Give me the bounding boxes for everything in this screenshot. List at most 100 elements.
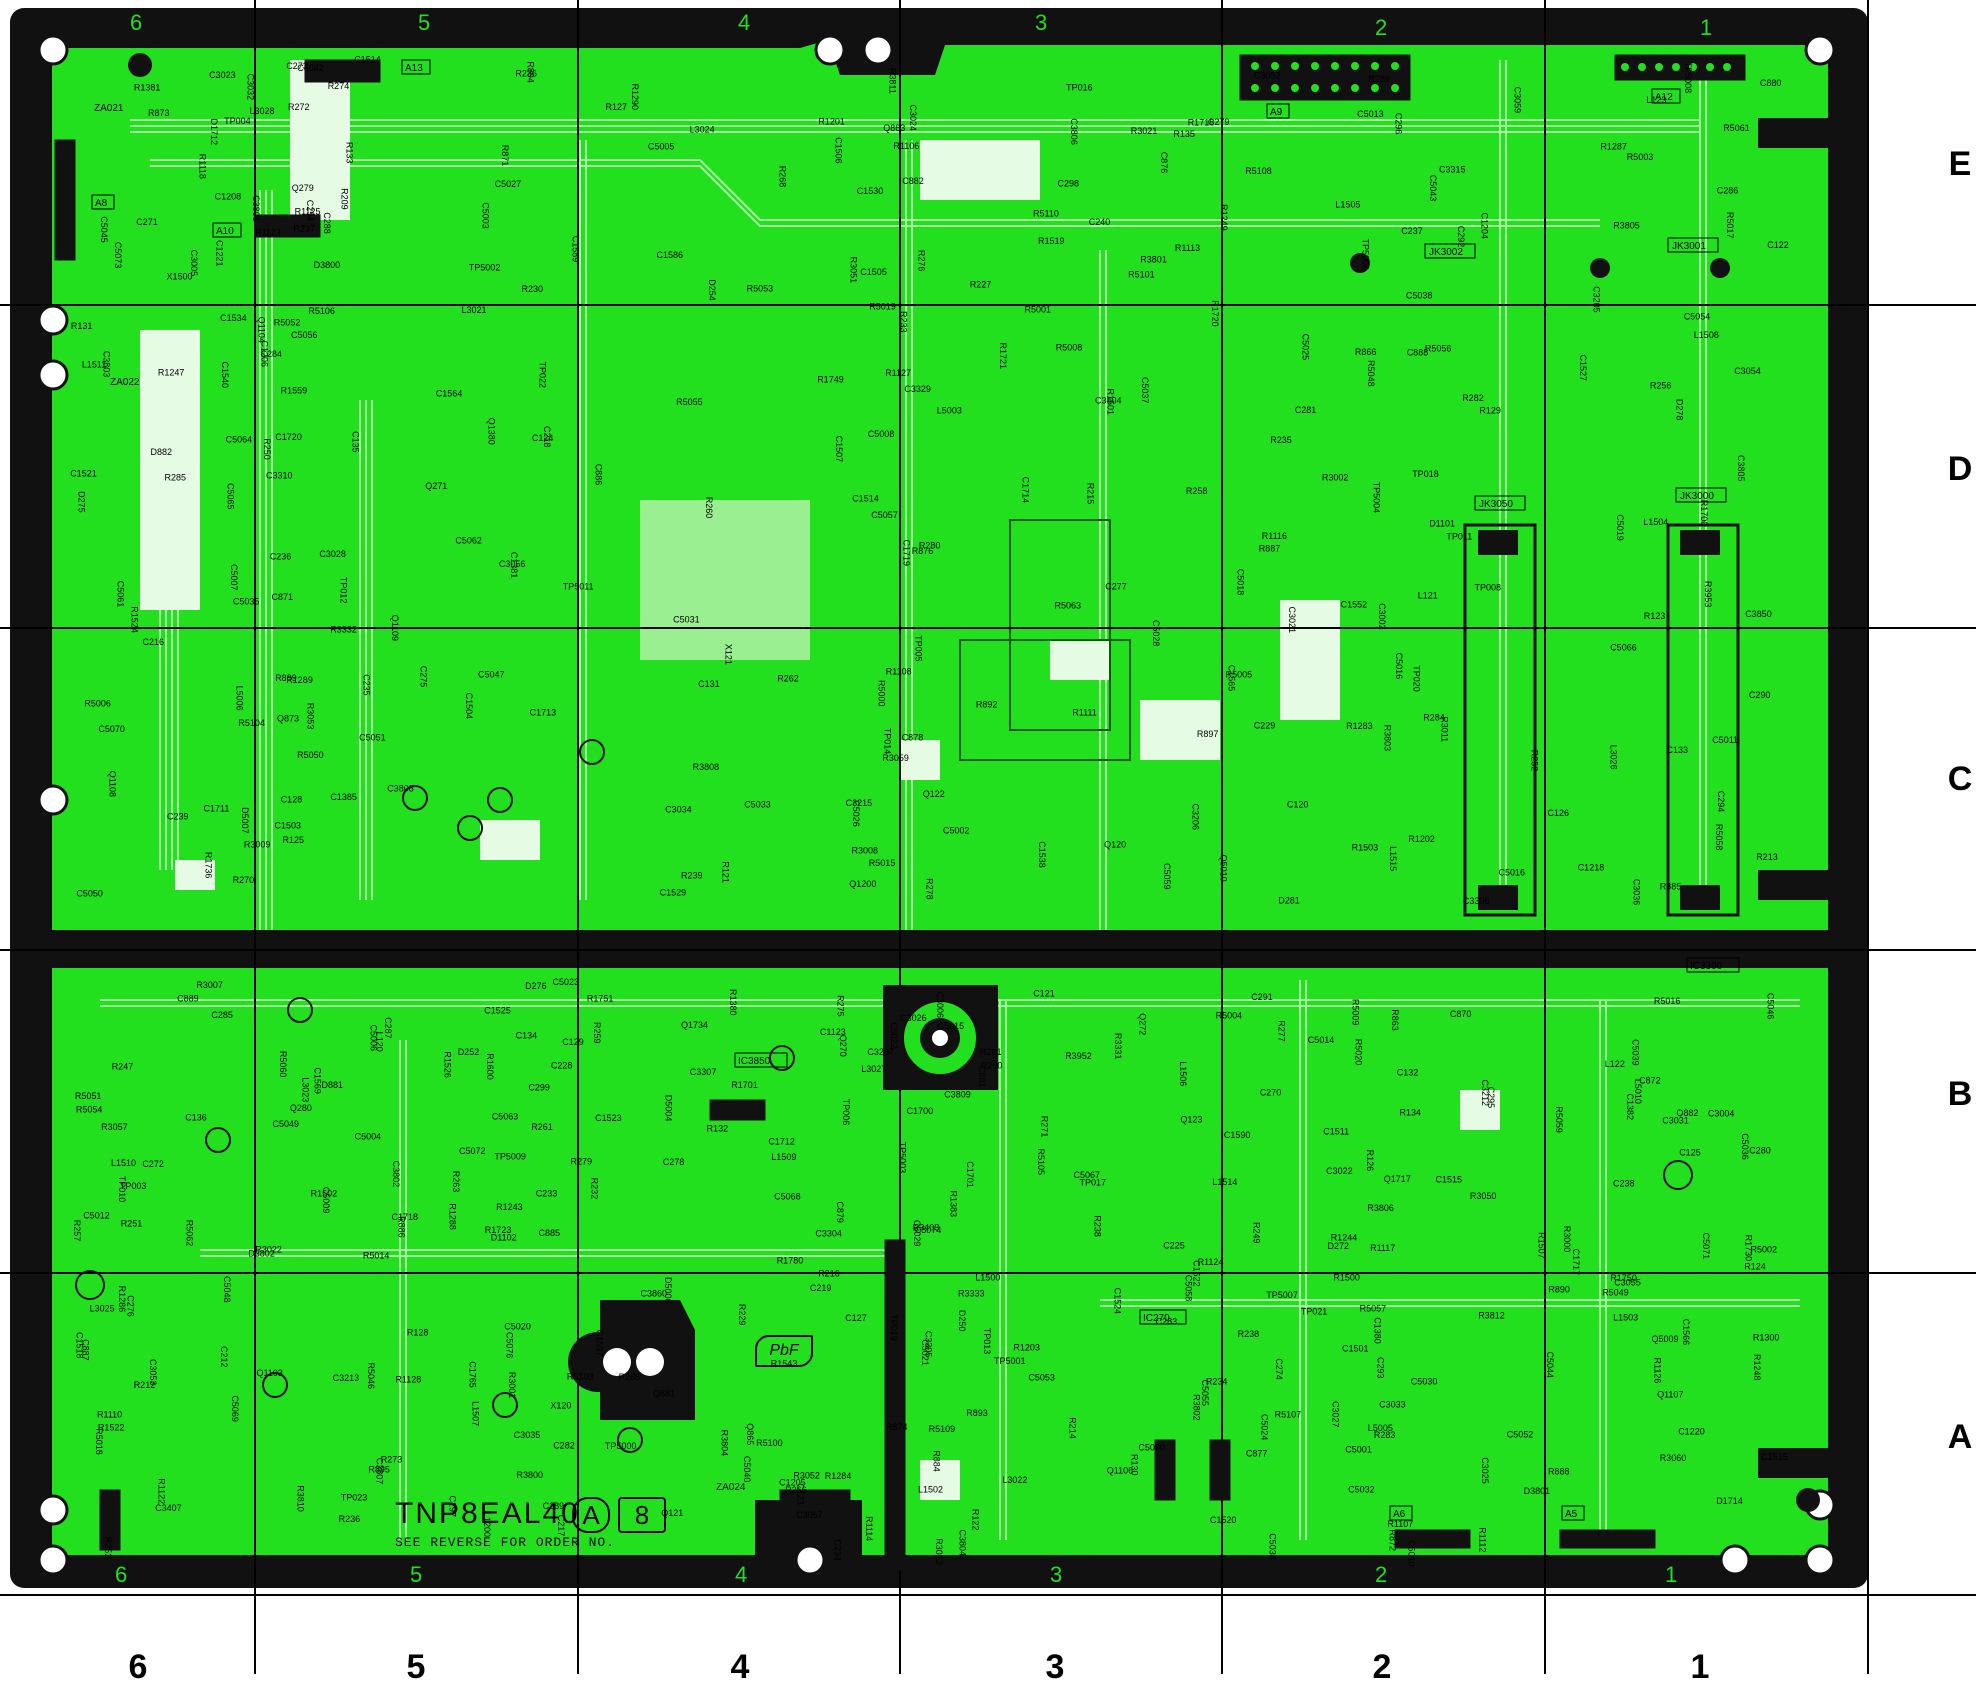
- refdes-label: R5008: [1056, 343, 1083, 353]
- refdes-label: Q1106: [1107, 1466, 1133, 1476]
- trace-bundles: [100, 60, 1800, 1540]
- refdes-label: C3036: [1631, 879, 1641, 906]
- test-pads: [75, 739, 1693, 1453]
- refdes-label: R893: [966, 1408, 988, 1418]
- refdes-label: L3022: [1002, 1475, 1027, 1485]
- refdes-label: C127: [845, 1313, 867, 1323]
- refdes-label: R1127: [885, 368, 911, 378]
- refdes-label: C3213: [333, 1373, 360, 1383]
- refdes-label: C1589: [571, 236, 581, 263]
- refdes-label: X1500: [167, 272, 193, 282]
- refdes-label: C888: [1407, 348, 1429, 358]
- refdes-label: C5011: [1712, 735, 1738, 745]
- refdes-label: C887: [80, 1339, 90, 1361]
- refdes-label: R5059: [1554, 1106, 1564, 1133]
- col-label-1: 1: [1690, 1648, 1710, 1686]
- refdes-label: R5106: [308, 306, 335, 316]
- refdes-label: TP5011: [563, 582, 594, 592]
- refdes-label: R1287: [1600, 142, 1627, 152]
- refdes-label: R5061: [1723, 123, 1750, 133]
- bga-ic: [640, 500, 1131, 761]
- grid-labels-top: 6 5 4 3 2 1: [130, 10, 1712, 40]
- refdes-label: L120: [375, 1032, 385, 1052]
- refdes-label: Q121: [661, 1508, 683, 1518]
- refdes-label: R237: [294, 223, 316, 233]
- refdes-label: Q1380: [486, 418, 496, 445]
- refdes-label: C1537: [595, 1330, 605, 1357]
- refdes-label: C5056: [291, 330, 318, 340]
- refdes-label: R261: [531, 1122, 553, 1132]
- refdes-label: L1505: [1335, 200, 1360, 210]
- refdes-label: C1552: [1341, 599, 1368, 609]
- refdes-label: R3331: [1113, 1033, 1123, 1060]
- refdes-label: R285: [619, 1372, 641, 1382]
- refdes-label: R3806: [1367, 1203, 1394, 1213]
- refdes-label: R5108: [1245, 166, 1272, 176]
- refdes-label: R1244: [1331, 1233, 1358, 1243]
- refdes-label: D276: [525, 981, 547, 991]
- refdes-label: TP023: [341, 1492, 368, 1502]
- refdes-label: C5054: [1684, 312, 1711, 322]
- refdes-label: C296: [1394, 113, 1404, 135]
- refdes-label: R1283: [1346, 721, 1373, 731]
- refdes-label: C878: [902, 732, 924, 742]
- bottom-col-4: 4: [735, 1562, 747, 1587]
- refdes-label: L1503: [1613, 1313, 1638, 1323]
- refdes-label: C288: [322, 212, 332, 234]
- refdes-label: R227: [970, 280, 992, 290]
- refdes-label: C132: [1397, 1068, 1419, 1078]
- refdes-label: C135: [350, 431, 360, 453]
- refdes-label: C5001: [1345, 1445, 1372, 1455]
- refdes-label: R236: [339, 1514, 361, 1524]
- refdes-label: R1730: [1744, 1235, 1754, 1262]
- refdes-label: R251: [121, 1219, 143, 1229]
- refdes-label: R131: [71, 321, 93, 331]
- refdes-label: C5035: [233, 597, 260, 607]
- refdes-label: R3812: [1478, 1311, 1505, 1321]
- refdes-label: C876: [1159, 152, 1169, 174]
- refdes-label: C286: [1717, 186, 1739, 196]
- refdes-label: C1385: [330, 792, 357, 802]
- refdes-label: C3404: [1095, 396, 1122, 406]
- refdes-label: R897: [1197, 729, 1219, 739]
- refdes-label: R3002: [1322, 473, 1349, 483]
- refdes-label: C1530: [857, 186, 884, 196]
- refdes-label: R289: [1368, 74, 1390, 84]
- refdes-label: R884: [932, 1450, 942, 1472]
- label-za021: ZA021: [94, 103, 124, 114]
- refdes-label: R122: [971, 1509, 981, 1531]
- revision-circle: A: [572, 1497, 610, 1533]
- refdes-label: C123: [795, 1483, 805, 1505]
- refdes-label: R127: [606, 102, 628, 112]
- refdes-label: C5006: [369, 1025, 379, 1052]
- refdes-label: R5019: [869, 302, 896, 312]
- refdes-label: L123: [1646, 95, 1666, 105]
- refdes-label: R3000: [1562, 1226, 1572, 1253]
- refdes-label: R238: [1093, 1215, 1103, 1237]
- refdes-label: C3006: [935, 992, 945, 1019]
- refdes-label: C872: [1639, 1076, 1661, 1086]
- refdes-label: C1713: [530, 708, 557, 718]
- refdes-label: R260: [704, 497, 714, 519]
- refdes-label: L3028: [250, 106, 275, 116]
- revision-box: 8: [618, 1497, 666, 1533]
- refdes-label: C5037: [1140, 377, 1150, 404]
- refdes-label: C5039: [1630, 1039, 1640, 1066]
- refdes-label: C237: [1401, 226, 1423, 236]
- refdes-label: L1507: [470, 1401, 480, 1426]
- refdes-label: R5105: [1036, 1149, 1046, 1176]
- refdes-label: C3802: [391, 1161, 401, 1188]
- refdes-label: R1381: [134, 82, 161, 92]
- refdes-label: R885: [1660, 881, 1682, 891]
- refdes-label: C1718: [392, 1212, 419, 1222]
- refdes-label: R129: [1479, 405, 1501, 415]
- refdes-label: C282: [553, 1441, 575, 1451]
- refdes-label: R1289: [286, 675, 313, 685]
- refdes-label: Q873: [277, 714, 299, 724]
- refdes-label: C5030: [1411, 1376, 1438, 1386]
- refdes-label: R890: [1548, 1284, 1570, 1294]
- refdes-label: R274: [328, 81, 350, 91]
- refdes-label: R1526: [443, 1051, 453, 1078]
- refdes-label: R1751: [587, 994, 614, 1004]
- refdes-label: C5005: [648, 142, 675, 152]
